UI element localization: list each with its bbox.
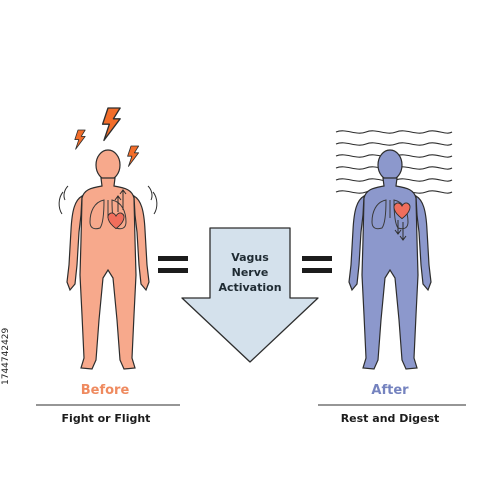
heart-rate-up-icon [114,189,127,212]
equals-sign-right [302,256,332,273]
after-caption: Rest and Digest [340,412,440,425]
arrow-label: Vagus Nerve Activation [212,250,288,295]
equals-sign-left [158,256,188,273]
heart-rate-down-icon [394,220,407,241]
before-caption: Fight or Flight [61,412,151,425]
down-arrow-shape [181,227,319,363]
before-label: Before [80,383,130,398]
after-label: After [371,383,409,398]
before-figure [58,149,158,370]
after-body [348,149,432,370]
arrow-label-line-1: Vagus [231,251,269,264]
tremble-lines-icon [58,185,158,215]
after-figure [348,149,432,370]
arrow-label-line-2: Nerve [231,266,269,279]
arrow-label-line-3: Activation [218,281,282,294]
before-body [66,149,150,370]
stock-id-text: 1744742429 [1,327,11,385]
